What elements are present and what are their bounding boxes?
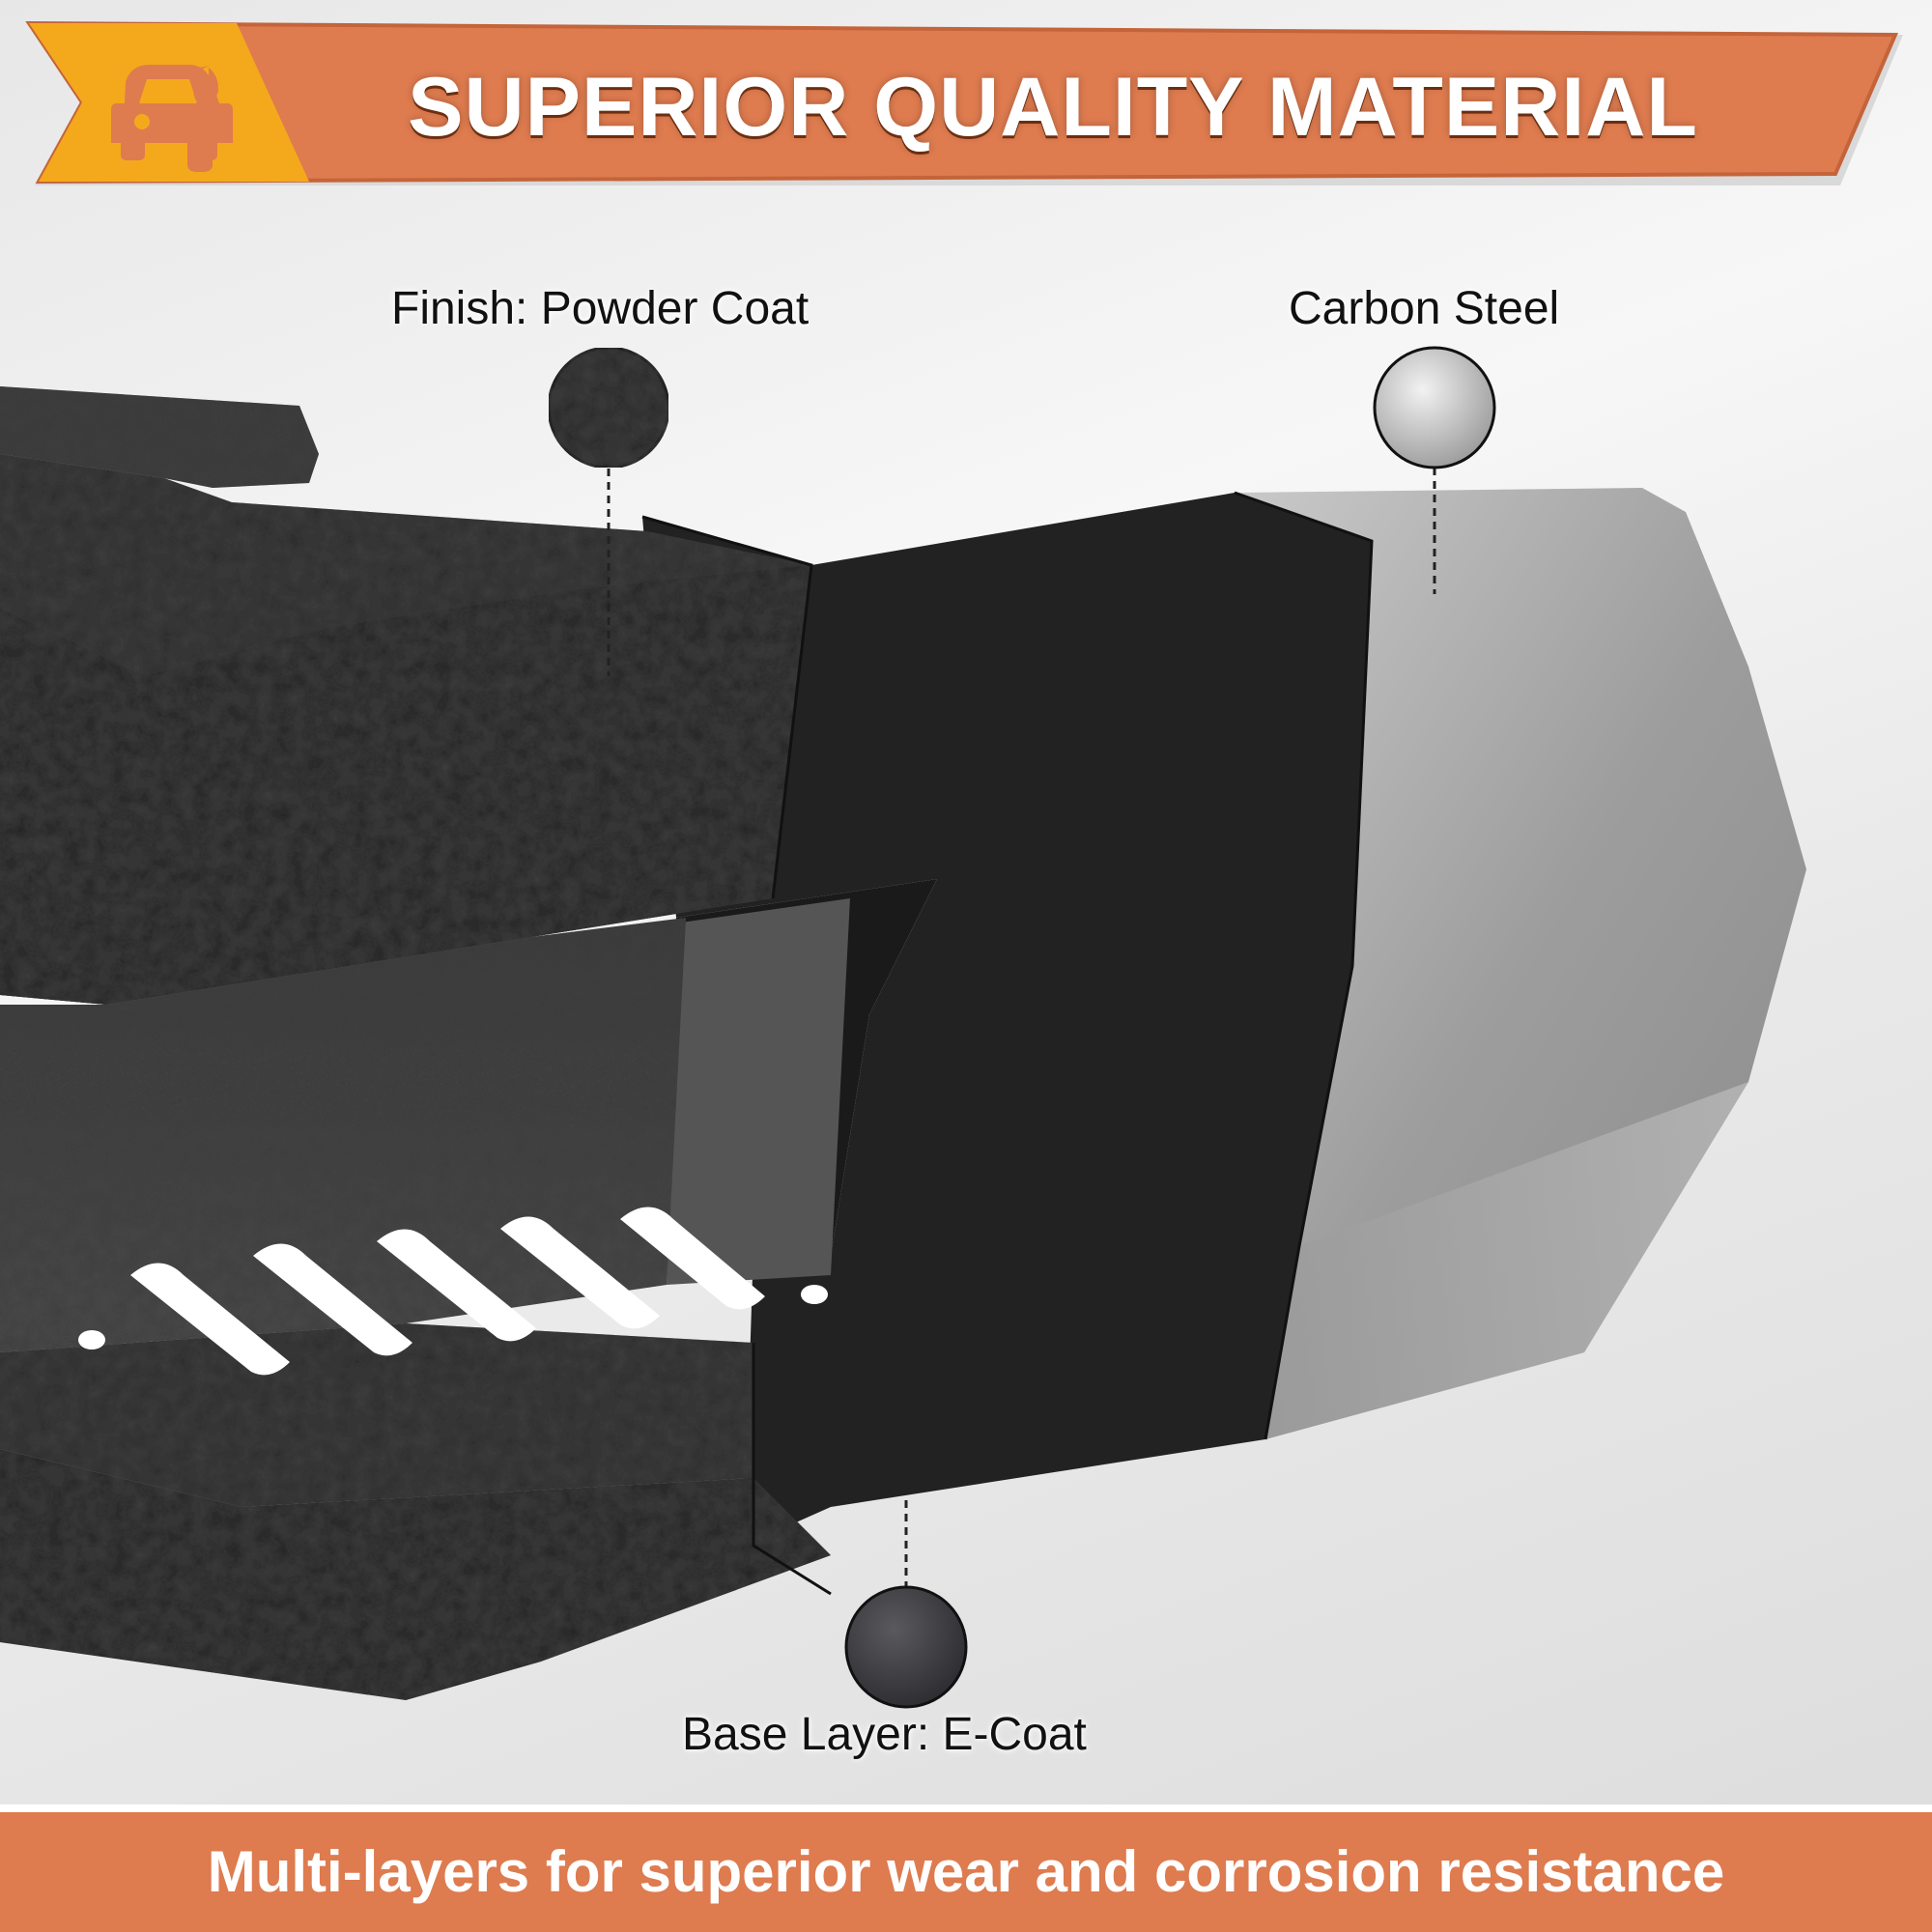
callout-ecoat: [844, 1406, 968, 1709]
traction-slot: [801, 1285, 828, 1304]
page-title: SUPERIOR QUALITY MATERIAL: [408, 61, 1698, 154]
powder-coat-step-front: [0, 1449, 831, 1700]
powder-coat-cavity: [0, 918, 686, 1352]
powder-coat-top-lip: [0, 386, 319, 488]
header-accent-block: [29, 23, 309, 182]
header-band: [29, 23, 1895, 182]
carbon-steel-lower-face: [1265, 1082, 1748, 1439]
traction-slot: [620, 1207, 765, 1310]
ecoat-swatch: [844, 1585, 968, 1709]
ecoat-inner-panel: [667, 898, 850, 1285]
powder-coat-step-top: [0, 1323, 753, 1507]
traction-slot: [130, 1263, 290, 1376]
traction-slot: [377, 1229, 536, 1342]
traction-slots: [78, 1207, 828, 1376]
footer-text: Multi-layers for superior wear and corro…: [207, 1839, 1725, 1904]
ecoat-section: [642, 493, 1372, 1546]
carbon-steel-label: Carbon Steel: [1289, 283, 1560, 334]
traction-slot: [78, 1330, 105, 1350]
powder-coat-swatch: [547, 346, 670, 469]
callout-carbon-steel: [1373, 346, 1496, 594]
callout-powder-coat: [547, 346, 670, 676]
header-banner: [25, 20, 1903, 185]
traction-slot: [500, 1216, 660, 1329]
ecoat-label: Base Layer: E-Coat: [682, 1709, 1087, 1760]
powder-coat-label: Finish: Powder Coat: [391, 283, 810, 334]
traction-slot: [253, 1243, 412, 1356]
footer-divider: [0, 1804, 1932, 1812]
footer-band: [0, 1812, 1932, 1932]
car-wrench-icon: [111, 65, 233, 172]
carbon-steel-swatch: [1373, 346, 1496, 469]
